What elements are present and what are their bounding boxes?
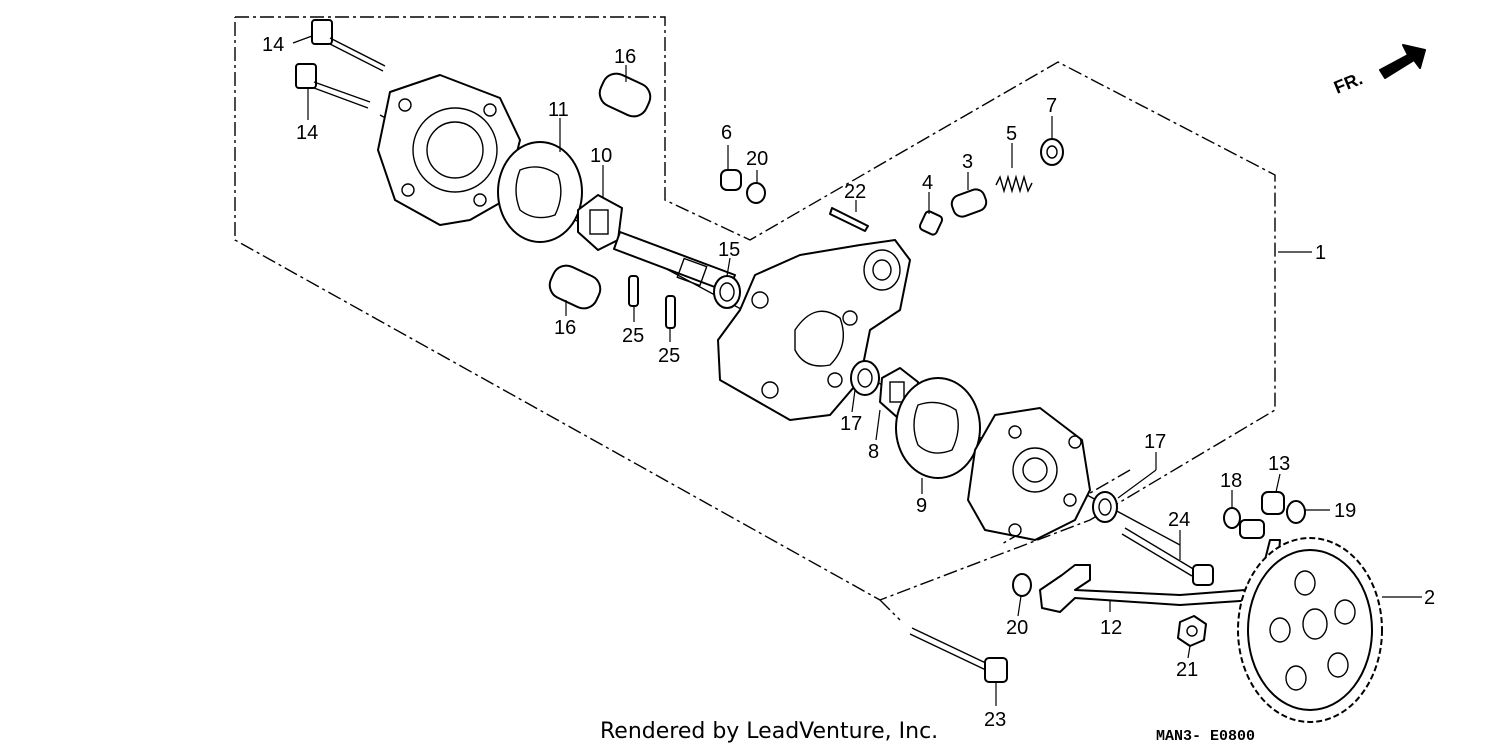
front-indicator-label: FR. [1331,68,1365,97]
callout-25-left: 25 [622,325,644,347]
callout-19: 19 [1334,500,1356,522]
leader-lines [292,35,1422,706]
nut-21 [1177,615,1207,647]
credit-text: Rendered by LeadVenture, Inc. [600,719,938,744]
callout-17-mid: 17 [840,413,862,435]
callout-7: 7 [1046,95,1057,117]
o-ring-15 [713,275,741,309]
callout-14-upper: 14 [262,34,284,56]
outer-rotor-feed [497,141,583,243]
callout-15: 15 [718,239,740,261]
callout-9: 9 [916,495,927,517]
cotter-pin-22 [829,207,869,232]
callout-5: 5 [1006,123,1017,145]
callout-16-upper: 16 [614,46,636,68]
callout-20-lower: 20 [1006,617,1028,639]
relief-valve-spring-5 [995,174,1033,194]
arm-12 [1039,519,1281,613]
callout-25-right: 25 [658,345,680,367]
dowel-pin-small-2 [665,295,676,329]
oil-seal-17-right [1092,491,1118,523]
front-direction-arrow [1379,44,1426,79]
callout-14-lower: 14 [296,122,318,144]
callout-3: 3 [962,151,973,173]
callout-labels: 14 14 16 11 10 6 20 22 4 3 5 7 1 15 16 2… [262,34,1435,731]
callout-8: 8 [868,441,879,463]
dowel-pin-upper [598,72,652,118]
callout-2: 2 [1424,587,1435,609]
callout-21: 21 [1176,659,1198,681]
callout-10: 10 [590,145,612,167]
washer-18 [1223,507,1241,529]
flange-bolt-lower [295,63,371,109]
callout-16-lower: 16 [554,317,576,339]
dowel-pin-small-1 [628,275,639,307]
diagram-code: MAN3- E0800 [1156,728,1255,745]
callout-11: 11 [548,99,569,121]
callout-24: 24 [1168,509,1190,531]
washer-20-lower [1012,573,1032,597]
washer-19 [1286,500,1306,524]
bolt-24 [1121,527,1214,586]
pump-cover [377,74,521,226]
bolt-23 [909,627,1008,683]
washer-20-upper [746,182,766,204]
flange-bolt-upper [311,19,386,72]
callout-18: 18 [1220,470,1242,492]
cap-7 [1040,138,1064,166]
callout-6: 6 [721,122,732,144]
callout-22: 22 [844,181,866,203]
inner-rotor-feed [577,194,623,251]
collar-6 [720,169,742,191]
relief-valve-piston-3 [950,188,988,218]
callout-1: 1 [1315,242,1326,264]
callout-20-upper: 20 [746,148,768,170]
dowel-pin-lower [548,264,602,310]
oil-seal-17-mid [850,360,880,396]
driven-sprocket [1237,537,1383,723]
callout-23: 23 [984,709,1006,731]
collar-13 [1261,491,1285,515]
outer-rotor-scavenge [895,377,981,479]
pump-body [717,239,911,421]
callout-4: 4 [922,172,933,194]
callout-13: 13 [1268,453,1290,475]
callout-17-right: 17 [1144,431,1166,453]
pump-cover-right [967,407,1091,541]
relief-valve-seat-4 [918,210,944,236]
callout-12: 12 [1100,617,1122,639]
